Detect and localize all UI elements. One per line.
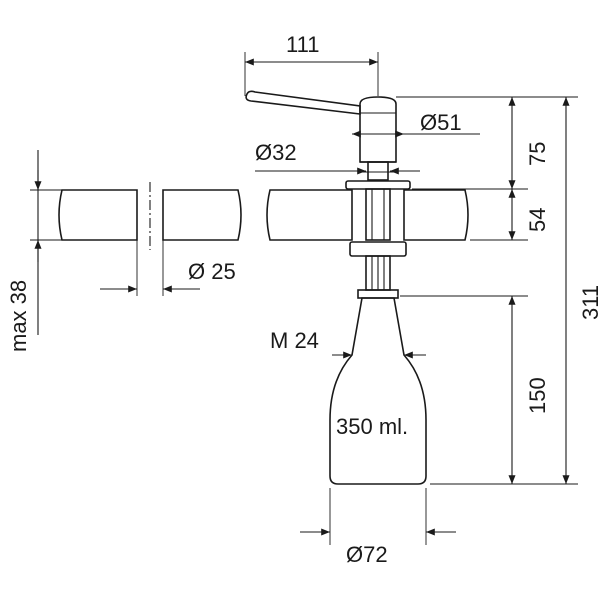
hole-diameter-label: Ø 25	[188, 259, 236, 284]
left-countertop-section: Ø 25 max 38	[6, 150, 242, 352]
left-countertop-left-slab	[58, 189, 138, 241]
right-countertop-left-slab	[266, 189, 353, 241]
head-height-label: 75	[525, 142, 550, 166]
bottle-cap	[357, 289, 399, 299]
bottle-height-label: 150	[525, 377, 550, 414]
right-countertop-section	[266, 189, 469, 241]
width-top-label: 111	[286, 32, 319, 57]
dim-stem-diameter: Ø32	[255, 140, 420, 175]
total-height-label: 311	[578, 285, 600, 320]
stem-through-counter	[365, 188, 391, 241]
bottle-diameter-label: Ø72	[346, 542, 388, 567]
dim-right-side: 75 54 150 311	[396, 96, 600, 485]
stem-upper	[367, 161, 389, 181]
dim-bottle-diameter: Ø72	[300, 488, 456, 567]
dim-head-diameter: Ø51	[352, 110, 480, 138]
dispenser-body: 350 ml.	[245, 90, 427, 485]
dispenser-head	[359, 96, 397, 163]
max-thickness-label: max 38	[6, 280, 31, 352]
right-countertop-right-slab	[403, 189, 469, 241]
bottle-volume-label: 350 ml.	[336, 414, 408, 439]
dispenser-flange	[345, 180, 411, 190]
dispenser-spout	[245, 90, 361, 115]
thread-label: M 24	[270, 328, 319, 353]
head-diameter-label: Ø51	[420, 110, 462, 135]
stem-diameter-label: Ø32	[255, 140, 297, 165]
bottle	[329, 297, 427, 485]
dim-thread: M 24	[270, 328, 426, 359]
left-countertop-right-slab	[162, 189, 242, 241]
dim-width-top: 111	[244, 32, 379, 96]
lock-nut	[349, 241, 407, 257]
countertop-thickness-label: 54	[525, 208, 550, 232]
